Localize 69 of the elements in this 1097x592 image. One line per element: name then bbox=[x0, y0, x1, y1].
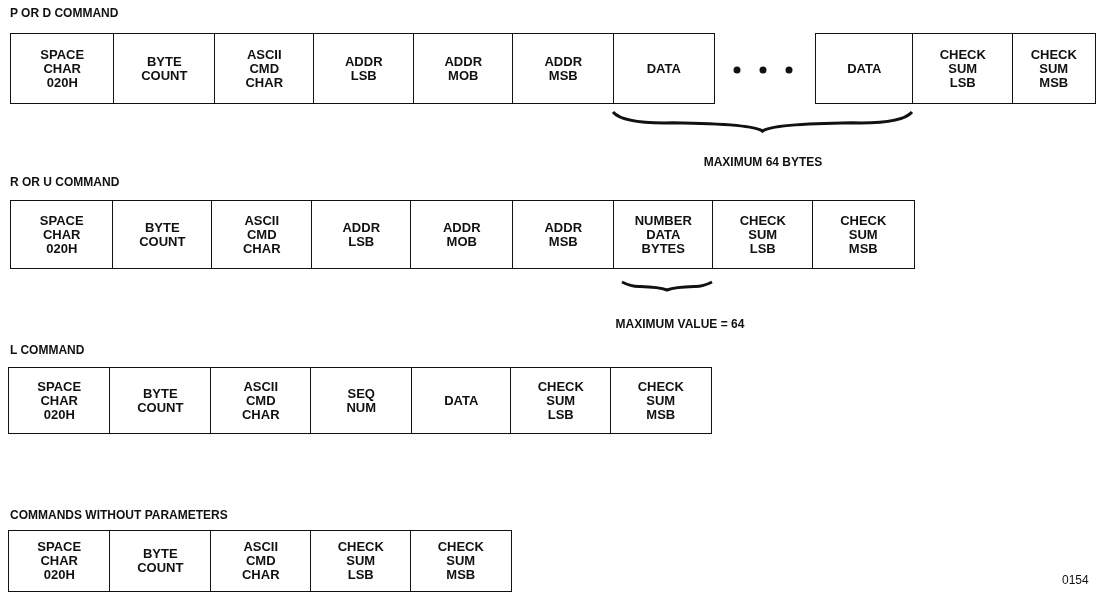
field-name: ADDR MOB bbox=[444, 54, 483, 83]
field-box bbox=[8, 530, 111, 592]
field-name: SEQ NUM bbox=[346, 386, 377, 415]
field-box bbox=[512, 200, 615, 269]
field-box bbox=[313, 33, 415, 104]
field-name: ASCII CMD CHAR bbox=[245, 47, 284, 90]
field-box bbox=[311, 200, 412, 269]
brace-note: MAXIMUM 64 BYTES bbox=[703, 155, 823, 169]
field-box bbox=[10, 200, 114, 269]
field-box bbox=[211, 200, 313, 269]
section-heading: P OR D COMMAND bbox=[10, 6, 119, 20]
field-name: ASCII CMD CHAR bbox=[241, 540, 280, 582]
section-heading: R OR U COMMAND bbox=[10, 175, 120, 189]
field-box bbox=[310, 367, 413, 434]
field-box bbox=[109, 367, 212, 434]
section-heading: L COMMAND bbox=[10, 343, 85, 357]
field-box bbox=[610, 367, 712, 434]
field-name: ADDR MSB bbox=[544, 220, 583, 249]
field-box bbox=[712, 200, 814, 269]
field-box bbox=[613, 200, 714, 269]
section-heading: COMMANDS WITHOUT PARAMETERS bbox=[10, 508, 228, 522]
field-name: SPACE CHAR 020H bbox=[37, 379, 82, 422]
field-name: BYTE COUNT bbox=[137, 547, 184, 575]
field-box bbox=[112, 200, 213, 269]
field-box bbox=[1012, 33, 1096, 104]
field-box bbox=[210, 367, 312, 434]
field-name: CHECK SUM MSB bbox=[1030, 47, 1077, 90]
field-name: CHECK SUM LSB bbox=[537, 379, 584, 422]
field-name: ADDR MSB bbox=[544, 54, 583, 83]
field-name: CHECK SUM MSB bbox=[637, 379, 684, 422]
field-box bbox=[413, 33, 514, 104]
field-name: BYTE COUNT bbox=[137, 386, 184, 415]
field-name: ASCII CMD CHAR bbox=[241, 379, 280, 422]
field-name: CHECK SUM MSB bbox=[840, 213, 887, 256]
field-box bbox=[113, 33, 216, 104]
field-name: DATA bbox=[646, 61, 681, 76]
field-name: BYTE COUNT bbox=[141, 54, 188, 83]
field-name: CHECK SUM LSB bbox=[739, 213, 786, 256]
field-box bbox=[10, 33, 115, 104]
field-box bbox=[512, 33, 615, 104]
field-box bbox=[912, 33, 1014, 104]
field-box bbox=[815, 33, 914, 104]
field-name: ADDR LSB bbox=[342, 220, 381, 249]
field-box bbox=[109, 530, 212, 592]
field-box bbox=[8, 367, 111, 434]
field-name: SPACE CHAR 020H bbox=[37, 540, 82, 582]
field-box bbox=[411, 367, 512, 434]
field-name: CHECK SUM MSB bbox=[437, 540, 484, 582]
field-name: CHECK SUM LSB bbox=[337, 540, 384, 582]
figure-number: 0154 bbox=[1062, 573, 1089, 587]
field-name: BYTE COUNT bbox=[139, 220, 186, 249]
field-box bbox=[410, 200, 514, 269]
field-name: ADDR LSB bbox=[344, 54, 383, 83]
field-name: DATA bbox=[847, 61, 882, 76]
field-name: ADDR MOB bbox=[442, 220, 481, 249]
brace-note: MAXIMUM VALUE = 64 bbox=[615, 317, 745, 331]
field-name: NUMBER DATA BYTES bbox=[634, 213, 692, 256]
field-name: CHECK SUM LSB bbox=[939, 47, 986, 90]
field-name: SPACE CHAR 020H bbox=[39, 213, 84, 256]
field-name: DATA bbox=[444, 393, 479, 408]
field-box bbox=[510, 367, 612, 434]
field-box bbox=[613, 33, 715, 104]
field-box bbox=[812, 200, 915, 269]
field-box bbox=[210, 530, 312, 592]
field-box bbox=[410, 530, 512, 592]
field-name: SPACE CHAR 020H bbox=[40, 47, 85, 90]
field-name: ASCII CMD CHAR bbox=[242, 213, 281, 256]
field-box bbox=[214, 33, 315, 104]
field-box bbox=[310, 530, 412, 592]
